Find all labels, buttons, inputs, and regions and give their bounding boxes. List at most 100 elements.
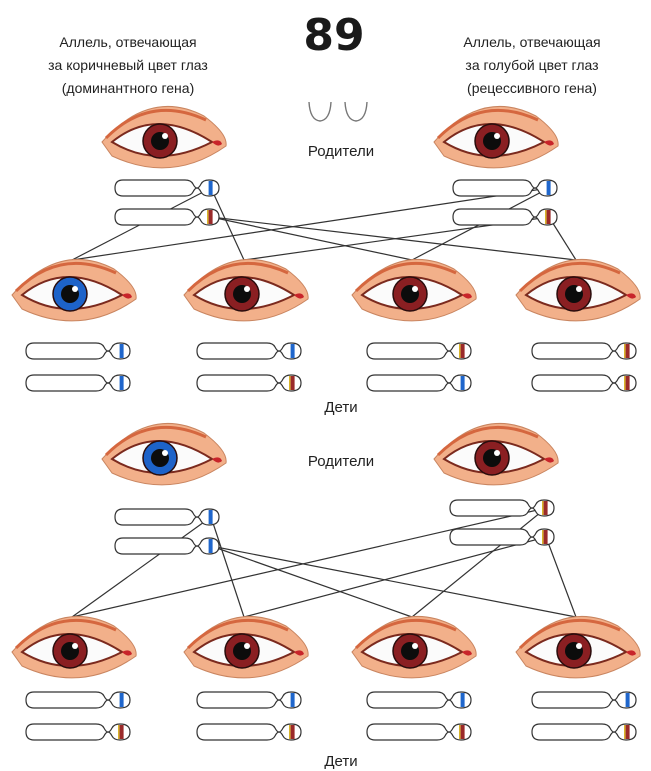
inheritance-line [211, 546, 576, 617]
child-eye-1-3 [352, 259, 476, 320]
chromosome-body [115, 180, 219, 196]
chromosome-body [367, 724, 471, 740]
blue-allele-band [291, 693, 295, 707]
chromosome-body [450, 529, 554, 545]
allele-band-accent [459, 344, 461, 358]
child-eye-2-1 [12, 616, 136, 677]
brown-allele-band [626, 344, 630, 358]
chromosome-body [197, 375, 301, 391]
children-label-1: Дети [324, 399, 357, 416]
blue-allele-band [120, 693, 124, 707]
child-chromosome-1-3-1 [367, 343, 471, 359]
eye-highlight [576, 286, 582, 292]
parent-chromosome-1-1-1 [115, 180, 219, 196]
legend-left-line-1: Аллель, отвечающая [59, 34, 196, 50]
decor-oval-right [345, 102, 367, 121]
child-eye-1-4 [516, 259, 640, 320]
eye-highlight [494, 133, 500, 139]
legend-left-line-2: за коричневый цвет глаз [48, 57, 208, 73]
chromosome-body [367, 692, 471, 708]
parent-chromosome-1-2-2 [453, 209, 557, 225]
child-chromosome-2-1-1 [26, 692, 130, 708]
decor-oval-left [309, 102, 331, 121]
chromosome-body [367, 343, 471, 359]
inheritance-line [244, 537, 546, 617]
brown-allele-band [626, 725, 630, 739]
parent-chromosome-1-1-2 [115, 209, 219, 225]
chromosome-body [115, 509, 219, 525]
child-eye-2-4 [516, 616, 640, 677]
parent-chromosome-2-2-1 [450, 500, 554, 516]
parent-eye-2-2 [434, 423, 558, 484]
child-chromosome-2-4-2 [532, 724, 636, 740]
parent-chromosome-2-1-1 [115, 509, 219, 525]
blue-allele-band [120, 376, 124, 390]
allele-band-accent [289, 725, 291, 739]
legend-right-line-3: (рецессивного гена) [467, 80, 597, 96]
parent-eye-2-1 [102, 423, 226, 484]
allele-band-accent [542, 530, 544, 544]
parent-eye-1-2 [434, 106, 558, 167]
child-eye-1-1 [12, 259, 136, 320]
brown-allele-band [461, 725, 465, 739]
brown-allele-band [544, 501, 548, 515]
parent-chromosome-2-1-2 [115, 538, 219, 554]
legend-left-line-3: (доминантного гена) [62, 80, 194, 96]
chromosome-body [532, 692, 636, 708]
blue-allele-band [209, 510, 213, 524]
eye-highlight [576, 643, 582, 649]
eye-highlight [162, 450, 168, 456]
eye-highlight [412, 643, 418, 649]
blue-allele-band [209, 539, 213, 553]
child-chromosome-1-1-1 [26, 343, 130, 359]
child-eye-2-2 [184, 616, 308, 677]
inheritance-line [211, 546, 412, 617]
chromosome-body [26, 692, 130, 708]
child-chromosome-2-3-2 [367, 724, 471, 740]
chromosome-body [453, 209, 557, 225]
brown-allele-band [544, 530, 548, 544]
allele-band-accent [624, 344, 626, 358]
child-chromosome-1-4-1 [532, 343, 636, 359]
allele-band-accent [459, 725, 461, 739]
allele-band-accent [289, 376, 291, 390]
chromosome-body [26, 724, 130, 740]
legend-right-line-1: Аллель, отвечающая [463, 34, 600, 50]
children-label-2: Дети [324, 753, 357, 770]
eye-highlight [72, 286, 78, 292]
child-eye-1-2 [184, 259, 308, 320]
blue-allele-band [291, 344, 295, 358]
child-chromosome-2-4-1 [532, 692, 636, 708]
chromosome-body [367, 375, 471, 391]
inheritance-line [72, 517, 211, 617]
eye-highlight [494, 450, 500, 456]
parent-chromosome-2-2-2 [450, 529, 554, 545]
allele-band-accent [118, 725, 120, 739]
child-chromosome-2-2-2 [197, 724, 301, 740]
blue-allele-band [209, 181, 213, 195]
allele-band-accent [624, 725, 626, 739]
parents-label-1: Родители [308, 143, 374, 160]
brown-allele-band [291, 725, 295, 739]
chromosome-body [26, 375, 130, 391]
blue-allele-band [120, 344, 124, 358]
allele-band-accent [545, 210, 547, 224]
eye-highlight [412, 286, 418, 292]
child-chromosome-2-2-1 [197, 692, 301, 708]
blue-allele-band [461, 376, 465, 390]
blue-allele-band [626, 693, 630, 707]
chromosome-body [115, 538, 219, 554]
eye-highlight [162, 133, 168, 139]
chromosome-body [532, 724, 636, 740]
brown-allele-band [291, 376, 295, 390]
blue-allele-band [461, 693, 465, 707]
chromosome-body [532, 375, 636, 391]
legend-right-line-2: за голубой цвет глаз [465, 57, 598, 73]
eye-highlight [72, 643, 78, 649]
child-chromosome-1-4-2 [532, 375, 636, 391]
child-chromosome-1-2-2 [197, 375, 301, 391]
child-chromosome-2-3-1 [367, 692, 471, 708]
eye-highlight [244, 286, 250, 292]
brown-allele-band [461, 344, 465, 358]
